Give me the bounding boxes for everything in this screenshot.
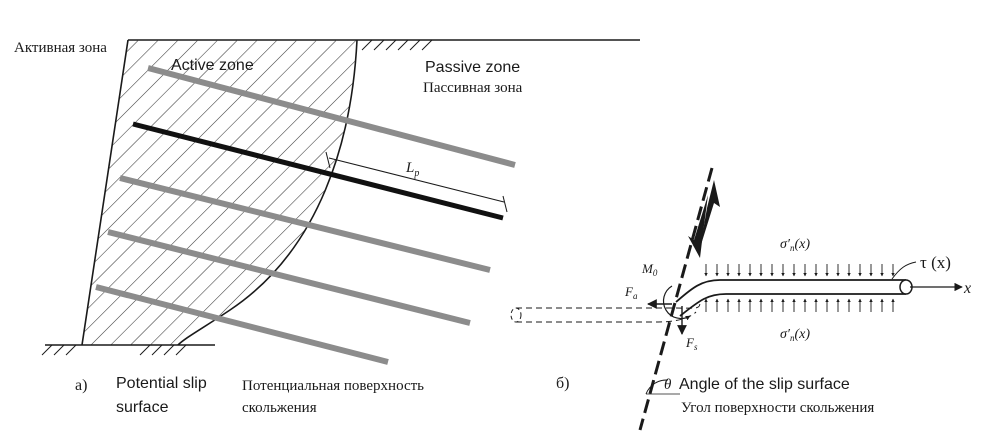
tau-leader <box>891 261 917 280</box>
angle-ru-label: Угол поверхности скольжения <box>681 400 874 416</box>
nail-deformed-body <box>675 279 906 317</box>
active-zone-hatch <box>82 40 357 345</box>
x-axis-label: x <box>963 280 971 297</box>
nail-end-left <box>510 307 522 323</box>
shear-arrow-down <box>688 195 708 258</box>
fs-label: Fs <box>685 335 698 352</box>
theta-arc <box>645 379 669 395</box>
panel-a-label: а) <box>75 377 87 394</box>
fa-label: Fa <box>624 284 638 301</box>
lp-dimension <box>325 151 508 213</box>
nail-1 <box>147 65 516 168</box>
ground-hatch-toe <box>41 344 187 356</box>
theta-label: θ <box>664 377 672 393</box>
tau-label: τ (x) <box>920 253 951 272</box>
normal-stress-arrows-top <box>704 264 895 277</box>
nail-undeformed-dashed <box>516 299 701 323</box>
nail-4 <box>107 229 471 326</box>
angle-en-label: Angle of the slip surface <box>679 376 850 393</box>
shear-arrow-up <box>700 180 720 248</box>
soil-nails <box>95 65 516 365</box>
slip-surface-en-line-2: surface <box>116 399 169 416</box>
passive-zone-ru-label: Пассивная зона <box>423 80 523 96</box>
nail-2-highlighted <box>132 121 504 221</box>
slip-surface-curve <box>177 39 358 346</box>
m0-label: M0 <box>641 261 658 278</box>
lp-label: Lp <box>405 160 419 179</box>
active-zone-en-label: Active zone <box>171 57 254 74</box>
active-zone-ru-label: Активная зона <box>14 40 107 56</box>
slope-face <box>81 39 129 346</box>
panel-b-label: б) <box>556 375 569 392</box>
sigma-top-label: σ′n(x) <box>780 237 810 253</box>
slip-surface-ru-line-2: скольжения <box>242 400 317 416</box>
panel-a: Lp Активная зона Active zone Passive zon… <box>14 39 640 416</box>
sigma-bottom-label: σ′n(x) <box>780 327 810 343</box>
slip-surface-ru-line-1: Потенциальная поверхность <box>242 378 424 394</box>
nail-3 <box>119 175 491 273</box>
slip-surface-en-line-1: Potential slip <box>116 375 207 392</box>
moment-arc <box>662 285 691 321</box>
ground-hatch-top-right <box>361 39 433 51</box>
nail-5 <box>95 284 389 365</box>
passive-zone-en-label: Passive zone <box>425 59 520 76</box>
slip-plane-dashed <box>638 167 714 431</box>
panel-b: M0 Fa Fs σ′n(x) σ′n(x) τ (x) x б) θ Angl… <box>510 167 971 431</box>
normal-stress-arrows-bottom <box>704 298 895 312</box>
